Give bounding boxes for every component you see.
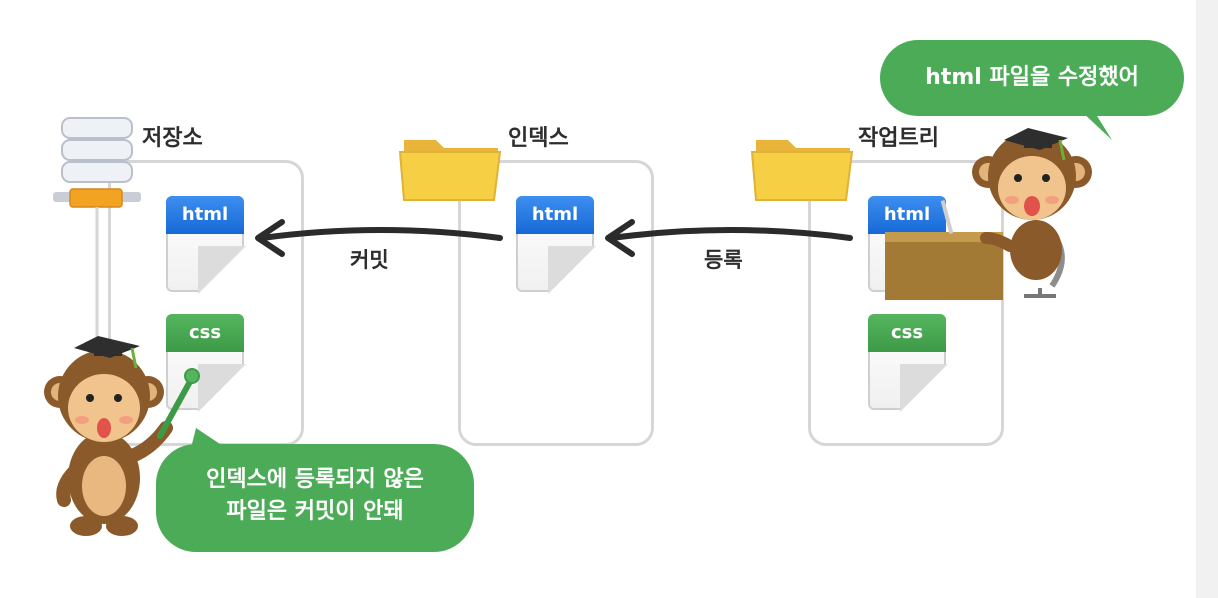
css-file-icon: css [868,314,946,352]
repository-html-file: html [166,196,246,294]
html-file-icon: html [868,196,946,234]
repository-css-file: css [166,314,246,412]
repository-label: 저장소 [142,126,203,151]
commit-label: 커밋 [350,248,389,272]
right-scroll-strip [1196,0,1218,598]
index-label: 인덱스 [508,126,569,151]
working-tree-label: 작업트리 [858,126,939,151]
css-file-icon: css [166,314,244,352]
add-label: 등록 [704,248,743,272]
index-html-file: html [516,196,596,294]
bottom-bubble-line-1: 인덱스에 등록되지 않은 [206,467,424,492]
top-speech-bubble: html 파일을 수정했어 [880,40,1184,116]
top-bubble-text: html 파일을 수정했어 [925,65,1139,90]
bottom-bubble-line-2: 파일은 커밋이 안돼 [226,499,404,524]
bottom-speech-bubble: 인덱스에 등록되지 않은 파일은 커밋이 안돼 [156,444,474,552]
working-tree-css-file: css [868,314,948,412]
html-file-icon: html [166,196,244,234]
html-file-icon: html [516,196,594,234]
